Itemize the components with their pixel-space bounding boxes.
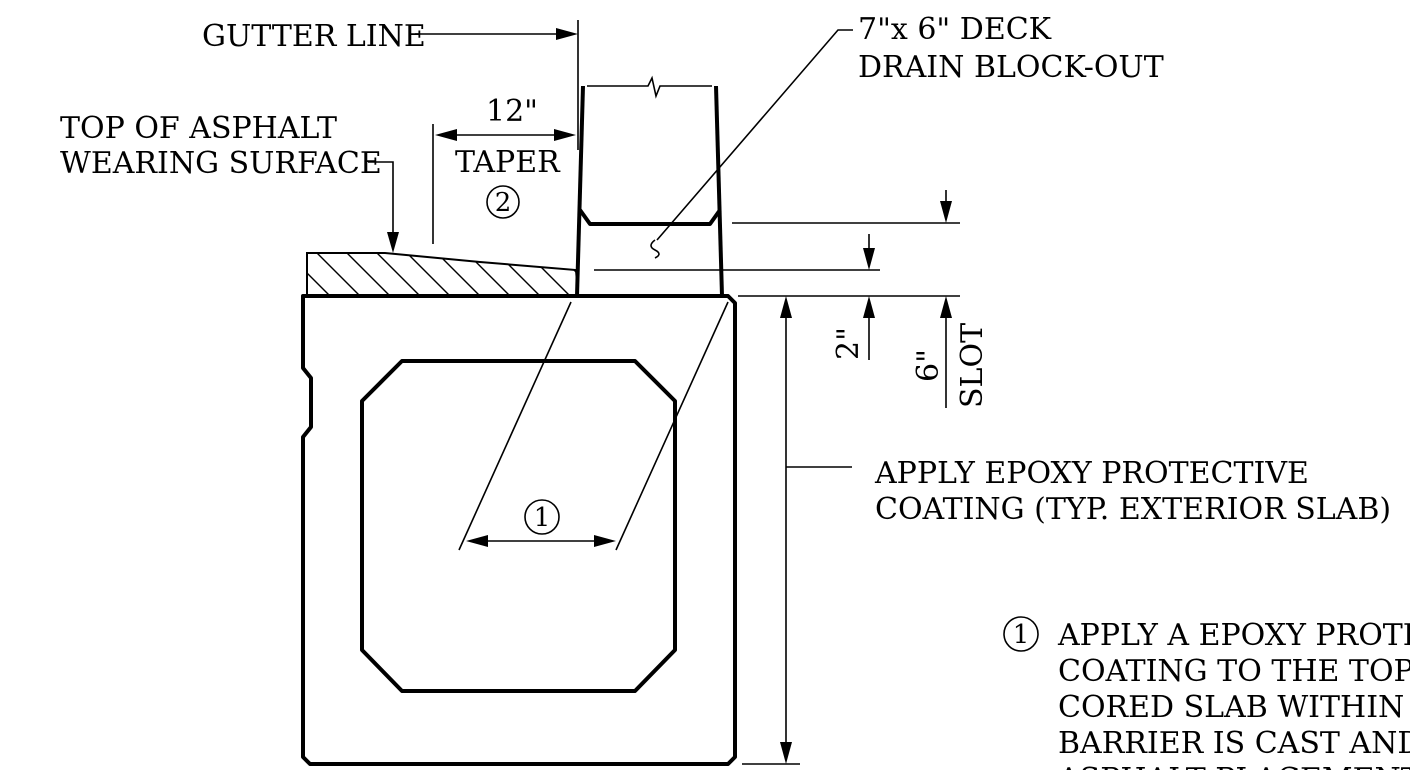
- epoxy-label-line2: COATING (TYP. EXTERIOR SLAB): [875, 492, 1391, 527]
- epoxy-label-line1: APPLY EPOXY PROTECTIVE: [874, 456, 1309, 491]
- note-1-line: APPLY A EPOXY PROTE: [1057, 618, 1410, 653]
- taper-label: TAPER: [455, 145, 561, 180]
- general-note-1: 1 APPLY A EPOXY PROTE COATING TO THE TOP…: [1003, 616, 1410, 770]
- deck-drain-leader: [656, 29, 853, 241]
- asphalt-label-line2: WEARING SURFACE: [60, 146, 382, 181]
- slab-height-dimension: [742, 296, 852, 765]
- deck-drain-label-line2: DRAIN BLOCK-OUT: [858, 50, 1164, 85]
- asphalt-wearing-surface: [306, 252, 580, 297]
- deck-drain-blockout: [575, 75, 724, 297]
- taper-dimension-value: 12": [486, 94, 538, 129]
- taper-dimension: [432, 124, 576, 244]
- dimension-6in: 6": [911, 349, 946, 382]
- width-note-ref-number: 1: [534, 503, 551, 533]
- slot-dimension-lines: [594, 190, 960, 408]
- note-1-number: 1: [1013, 620, 1030, 650]
- note-1-line: CORED SLAB WITHIN S: [1058, 690, 1410, 725]
- note-1-circle: [1003, 616, 1039, 652]
- width-note-ref-circle: [524, 499, 560, 535]
- gutter-line-leader: [415, 20, 579, 150]
- note-1-line: ASPHALT PLACEMENT: [1057, 762, 1410, 770]
- coating-width-dimension: [458, 301, 729, 551]
- cored-slab-outline: [301, 294, 737, 766]
- slab-void: [360, 359, 677, 693]
- asphalt-label-line1: TOP OF ASPHALT: [60, 111, 337, 146]
- deck-drain-label-line1: 7"x 6" DECK: [858, 12, 1052, 47]
- taper-note-ref-circle: [486, 185, 520, 219]
- note-1-line: BARRIER IS CAST AND: [1058, 726, 1410, 761]
- note-1-line: COATING TO THE TOP C: [1058, 654, 1410, 689]
- slot-label: SLOT: [955, 323, 990, 408]
- asphalt-leader: [368, 161, 399, 253]
- gutter-line-label: GUTTER LINE: [202, 19, 426, 54]
- taper-note-ref-number: 2: [495, 188, 512, 218]
- dimension-2in: 2": [831, 327, 866, 360]
